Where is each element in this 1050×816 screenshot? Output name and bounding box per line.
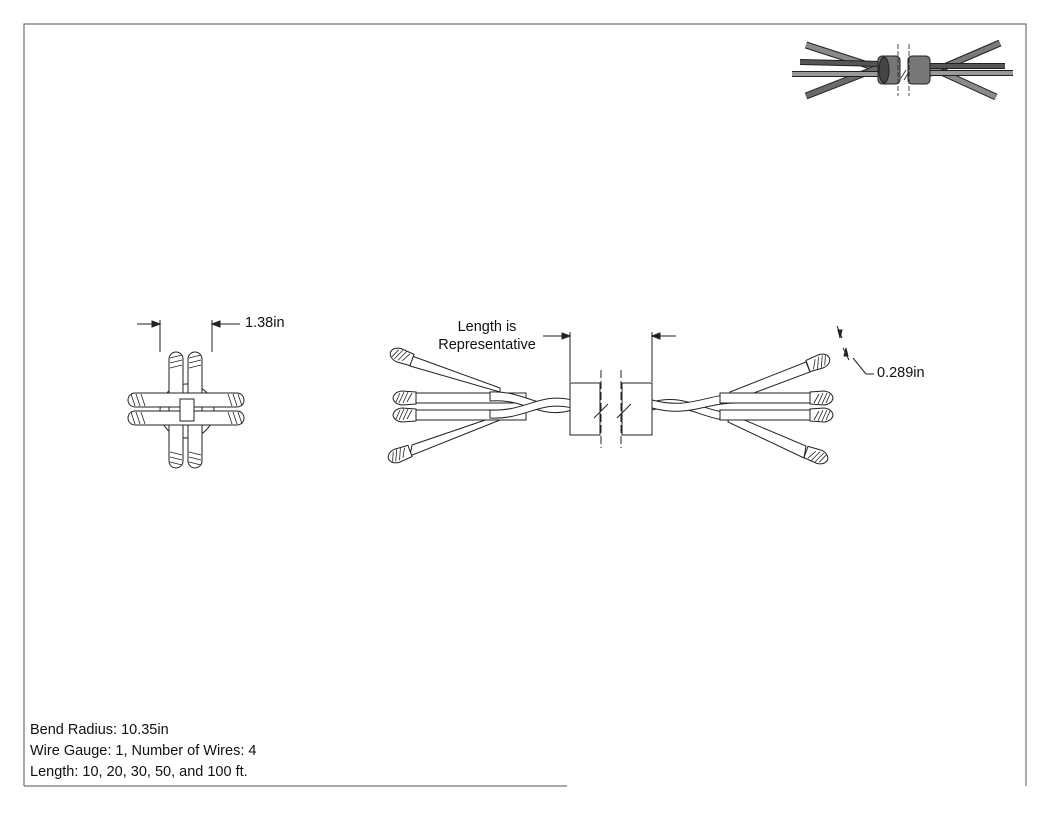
- side-view: [385, 325, 874, 467]
- length-representative-note: Length is Representative: [422, 318, 552, 354]
- sheet-border: [23, 23, 1027, 787]
- note-wire-gauge: Wire Gauge: 1, Number of Wires: 4: [30, 743, 257, 759]
- spec-notes: Bend Radius: 10.35in Wire Gauge: 1, Numb…: [30, 720, 256, 783]
- isometric-view: [792, 39, 1013, 101]
- wire-diameter-dimension: 0.289in: [877, 365, 925, 381]
- length-note-line-1: Length is: [457, 319, 517, 335]
- overall-width-dimension: 1.38in: [245, 315, 285, 331]
- note-bend-radius: Bend Radius: 10.35in: [30, 722, 169, 738]
- length-note-line-2: Representative: [438, 337, 536, 353]
- end-view: [127, 320, 245, 469]
- note-length: Length: 10, 20, 30, 50, and 100 ft.: [30, 764, 248, 780]
